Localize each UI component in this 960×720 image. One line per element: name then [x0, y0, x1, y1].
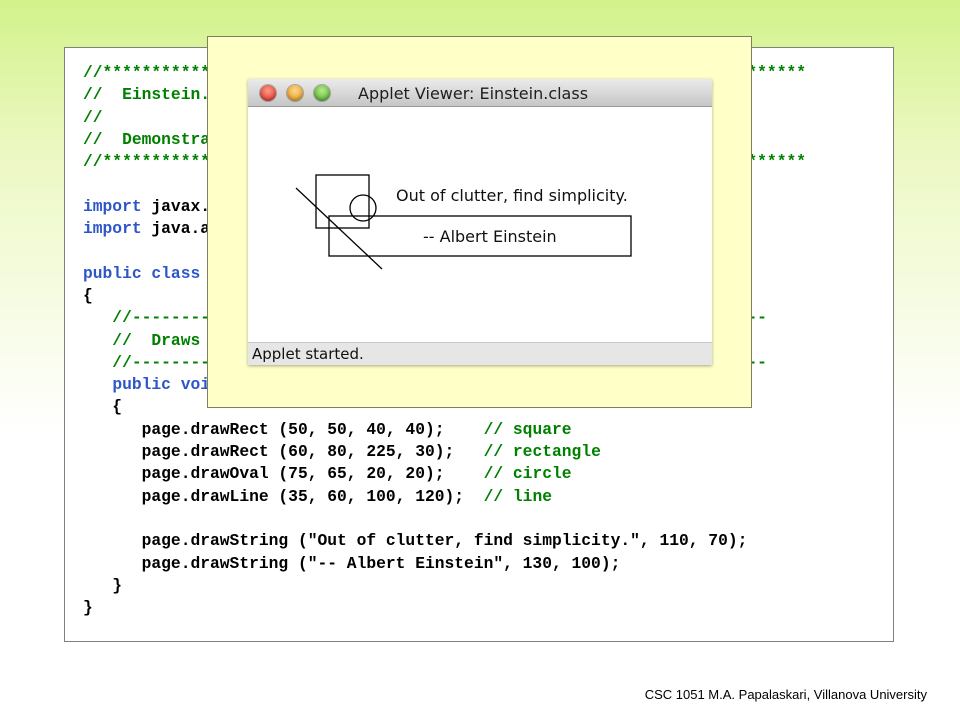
applet-canvas: Out of clutter, find simplicity. -- Albe… — [295, 174, 632, 270]
footer-credit: CSC 1051 M.A. Papalaskari, Villanova Uni… — [644, 687, 927, 702]
code-segment: page.drawString ("Out of clutter, find s… — [83, 531, 748, 551]
minimize-button[interactable] — [287, 85, 303, 101]
code-segment: page.drawRect (50, 50, 40, 40); — [83, 419, 484, 439]
code-segment — [83, 375, 112, 394]
code-segment: // line — [483, 486, 552, 506]
code-segment: import — [83, 219, 142, 239]
code-line: page.drawLine (35, 60, 100, 120); // lin… — [83, 487, 552, 506]
code-segment: } — [83, 598, 93, 618]
code-segment: page.drawOval (75, 65, 20, 20); — [83, 464, 484, 484]
quote-text: Out of clutter, find simplicity. — [396, 186, 628, 205]
code-segment: page.drawRect (60, 80, 225, 30); — [83, 442, 484, 462]
code-segment: } — [83, 575, 123, 595]
code-segment: { — [83, 397, 123, 417]
code-segment: // — [83, 107, 103, 127]
attribution-text: -- Albert Einstein — [423, 227, 557, 246]
code-segment: import — [83, 196, 142, 216]
line-shape — [295, 187, 383, 270]
code-segment: public void — [112, 375, 220, 395]
code-line: } — [83, 598, 93, 617]
code-line: { — [83, 397, 122, 416]
code-segment: // circle — [483, 464, 572, 484]
window-title: Applet Viewer: Einstein.class — [358, 84, 589, 103]
rectangle-shape — [328, 215, 632, 257]
code-line: page.drawRect (50, 50, 40, 40); // squar… — [83, 420, 572, 439]
code-segment: page.drawString ("-- Albert Einstein", 1… — [83, 553, 621, 573]
code-line: page.drawOval (75, 65, 20, 20); // circl… — [83, 464, 572, 483]
code-segment: page.drawLine (35, 60, 100, 120); — [83, 486, 484, 506]
code-segment: public class — [83, 263, 201, 283]
window-title-bar[interactable]: Applet Viewer: Einstein.class — [248, 79, 712, 107]
code-segment: { — [83, 285, 93, 305]
zoom-button[interactable] — [314, 85, 330, 101]
code-segment: // square — [483, 419, 572, 439]
close-button[interactable] — [260, 85, 276, 101]
code-line: { — [83, 286, 93, 305]
code-line: page.drawString ("-- Albert Einstein", 1… — [83, 553, 621, 573]
code-line: // — [83, 108, 103, 127]
code-line: } — [83, 576, 122, 595]
status-bar: Applet started. — [248, 342, 712, 365]
status-text: Applet started. — [252, 345, 364, 363]
code-line: page.drawString ("Out of clutter, find s… — [83, 531, 748, 551]
circle-shape — [349, 194, 377, 222]
screenshot-overlay: Applet Viewer: Einstein.class Out of clu… — [207, 36, 752, 408]
applet-viewer-window: Applet Viewer: Einstein.class Out of clu… — [248, 79, 712, 365]
code-line: page.drawRect (60, 80, 225, 30); // rect… — [83, 442, 601, 461]
code-segment: // rectangle — [483, 442, 601, 462]
square-shape — [315, 174, 370, 229]
